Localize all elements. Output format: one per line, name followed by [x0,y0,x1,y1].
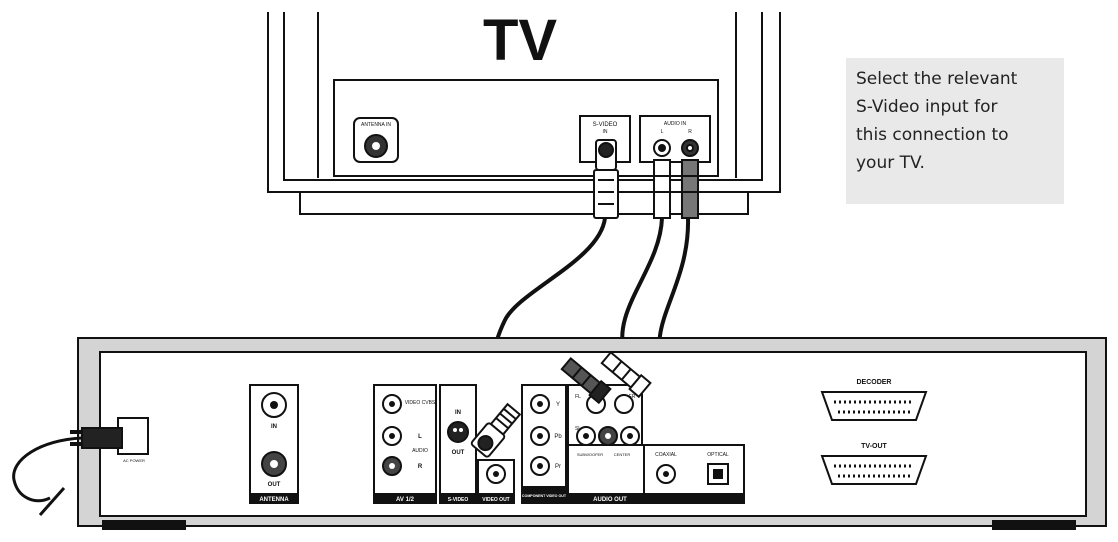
svideo-module-label: S-VIDEO [448,497,469,503]
audio-out-module: FL FR SL SR SUBWOOFER CENTER COAXIAL OPT… [567,384,745,504]
tv-audio-r: R [688,129,692,135]
av-audio-label: AUDIO [412,448,428,454]
tv-antenna-input: ANTENNA IN [353,117,399,163]
power-cord: AC POWER [12,417,149,516]
tvout-label: TV-OUT [861,443,887,450]
tv-audio-label: AUDIO IN [664,121,687,127]
power-label: AC POWER [123,458,145,463]
video-out-module: VIDEO OUT [477,459,515,504]
component-y-label: Y [556,402,560,408]
antenna-out-label: OUT [268,482,281,488]
tv-plugs [593,139,699,219]
audio-sub-label: SUBWOOFER [577,452,603,457]
tv-antenna-label: ANTENNA IN [361,122,391,128]
component-pb-label: Pb [554,434,562,440]
audio-coaxial-label: COAXIAL [655,452,677,458]
antenna-in-label: IN [271,424,277,430]
av-module: VIDEO CVBS AUDIO L R AV 1/2 [373,384,437,504]
component-module: Y Pb Pr COMPONENT VIDEO OUT [521,384,567,504]
audio-optical-label: OPTICAL [707,452,729,458]
audio-center-label: CENTER [614,452,631,457]
tv-title: TV [483,8,557,73]
av-video-label: VIDEO CVBS [405,400,436,406]
decoder-label: DECODER [856,379,891,386]
antenna-module: IN OUT ANTENNA [249,384,299,504]
audio-fl-label: FL [575,394,581,400]
instruction-note: Select the relevant S-Video input for th… [846,58,1064,204]
component-pr-label: Pr [555,464,561,470]
svideo-module: IN OUT S-VIDEO [439,384,477,504]
audio-out-module-label: AUDIO OUT [593,497,627,503]
tv-svideo-label: S-VIDEO [593,122,618,128]
tv-audio-l: L [661,129,664,135]
svideo-out-label: OUT [452,450,465,456]
audio-cable-left [620,216,664,357]
av-l-label: L [418,434,422,440]
svideo-plug-player [470,402,522,458]
decoder-scart: DECODER [820,379,928,421]
antenna-module-label: ANTENNA [259,497,289,503]
tvout-scart: TV-OUT [820,443,928,485]
audio-plugs-player [560,350,652,405]
tv-audio-input: AUDIO IN L R [639,115,711,163]
av-r-label: R [418,464,423,470]
component-module-label: COMPONENT VIDEO OUT [522,494,567,498]
svideo-in-label: IN [455,410,461,416]
tv-svideo-sub: IN [603,129,608,135]
av-module-label: AV 1/2 [396,497,415,503]
audio-fr-label: FR [629,394,636,400]
video-out-label: VIDEO OUT [482,497,510,503]
audio-sl-label: SL [575,426,581,432]
